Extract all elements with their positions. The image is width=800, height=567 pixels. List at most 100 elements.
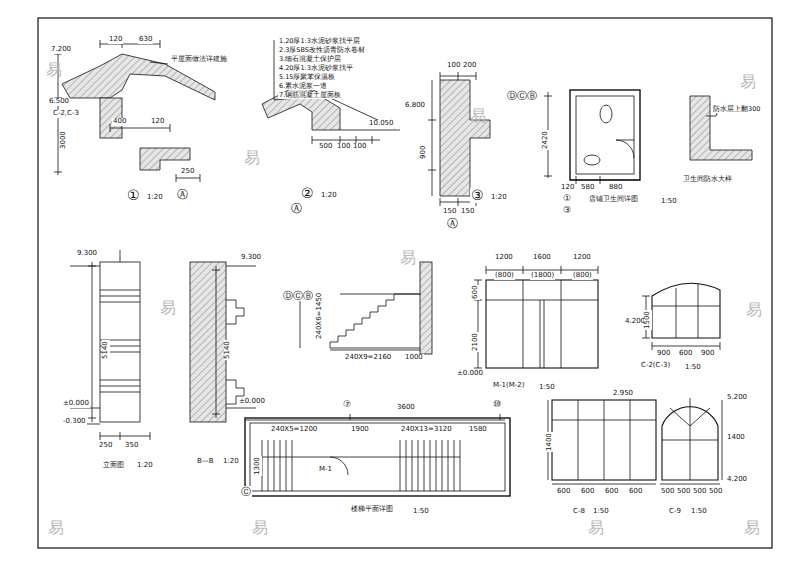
drawing-label: 240X6=1450 [316,292,324,340]
drawing-label: 400 [112,118,127,126]
drawing-label: ② [300,186,315,201]
drawing-label: 880 [608,184,623,192]
watermark: 易 [740,74,756,90]
drawing-label: 500 [692,488,707,496]
drawing-label: ±0.000 [456,370,484,378]
drawing-label: 500 [676,488,691,496]
drawing-label: 1.20厚1:3水泥砂浆找平层 [278,38,361,45]
drawing-label: 600 [556,488,571,496]
watermark: 易 [588,520,604,536]
drawing-label: (800) [572,272,593,280]
drawing-label: 1:50 [684,364,702,372]
drawing-label: 900 [656,350,671,358]
drawing-label: 900 [420,145,428,160]
drawing-label: ±0.000 [238,398,266,406]
drawing-label: 600 [628,488,643,496]
drawing-label: 10.050 [368,120,395,128]
watermark: 易 [244,150,260,166]
drawing-label: 卫生间防水大样 [682,176,733,184]
drawing-label: 1:50 [660,198,678,206]
drawing-label: 2100 [472,332,480,352]
drawing-label: 5140 [102,340,110,360]
drawing-label: 100 [446,62,461,70]
drawing-label: 9.300 [240,254,262,262]
watermark: 易 [252,520,268,536]
drawing-label: 4.200 [726,476,748,484]
drawing-label: 7.200 [50,46,72,54]
drawing-label: -0.300 [62,418,87,426]
drawing-label: 240X9=2160 [344,354,392,362]
drawing-label: 600 [580,488,595,496]
drawing-label: 2.950 [612,390,634,398]
drawing-label: Ⓐ [176,189,189,201]
drawing-label: 600 [472,285,480,300]
drawing-label: 1500 [644,310,652,330]
drawing-label: 3.细石混凝土保护层 [278,56,342,63]
drawing-label: 500 [318,143,333,151]
drawing-label: 6.素水泥浆一道 [278,83,328,90]
watermark: 易 [46,62,62,78]
drawing-label: 5.15厚聚苯保温板 [278,74,336,81]
drawing-label: (800) [494,272,515,280]
drawing-label: 600 [678,350,693,358]
drawing-label: 4.20厚1:3水泥砂浆找平 [278,65,354,72]
drawing-label: 150 [460,208,475,216]
drawing-label: 1:20 [320,192,338,200]
drawing-label: 平屋面做法详建施 [170,56,228,64]
watermark: 易 [48,520,64,536]
drawing-label: M-1(M-2) [492,382,526,390]
drawing-label: 1:20 [136,462,154,470]
drawing-label: C-2(C-3) [640,362,671,370]
drawing-label: 100 [352,143,367,151]
drawing-label: 100 [336,143,351,151]
watermark: 易 [160,300,176,316]
drawing-label: 2.3厚SBS改性沥青防水卷材 [278,47,366,54]
drawing-label: 1400 [726,434,746,442]
drawing-label: 600 [604,488,619,496]
watermark: 易 [744,520,760,536]
watermark: 易 [400,250,416,266]
drawing-label: ③ [470,188,485,203]
drawing-label: 2420 [542,130,550,150]
drawing-label: ⒹⒸⒷ [506,90,538,101]
drawing-label: Ⓐ [290,203,303,215]
drawing-label: ⒹⒸⒷ [282,290,314,301]
drawing-label: ① [562,194,572,204]
drawing-label: 9.300 [76,250,98,258]
drawing-label: (1800) [530,272,555,280]
drawing-label: 6.800 [404,102,426,110]
drawing-label: B—B [196,458,215,466]
drawing-label: ±0.000 [62,400,90,408]
drawing-label: 1200 [572,254,592,262]
drawing-label: C-8 [572,508,586,516]
drawing-label: 1:50 [690,508,708,516]
drawing-label: 580 [580,184,595,192]
drawing-label: 1:20 [490,194,508,202]
drawing-label: 7.钢筋混凝土屋面板 [278,92,342,99]
drawing-label: 立面图 [102,462,125,470]
drawing-label: 150 [442,208,457,216]
drawing-label: 1:50 [592,508,610,516]
drawing-label: 1:20 [222,458,240,466]
drawing-label: 3000 [60,130,68,150]
drawing-label: 1:50 [412,508,430,516]
drawing-label: 240X13=3120 [400,426,453,434]
drawing-label: 1:50 [538,384,556,392]
drawing-label: 120 [150,118,165,126]
drawing-label: 防水层上翻300 [712,106,761,113]
drawing-label: 1400 [546,432,554,452]
drawing-label: 1900 [350,426,370,434]
drawing-label: C-9 [668,508,682,516]
drawing-label: 200 [462,62,477,70]
drawing-label: ⑩ [492,400,502,410]
drawing-label: 240X5=1200 [270,426,318,434]
drawing-label: 1580 [468,426,488,434]
drawing-label: Ⓒ [240,486,252,497]
drawing-label: 1:20 [146,194,164,202]
drawing-label: 250 [180,168,195,176]
drawing-label: 630 [138,36,153,44]
drawing-label: 120 [560,184,575,192]
drawing-label: 5140 [224,340,232,360]
drawing-label: 6.500 [48,98,70,106]
